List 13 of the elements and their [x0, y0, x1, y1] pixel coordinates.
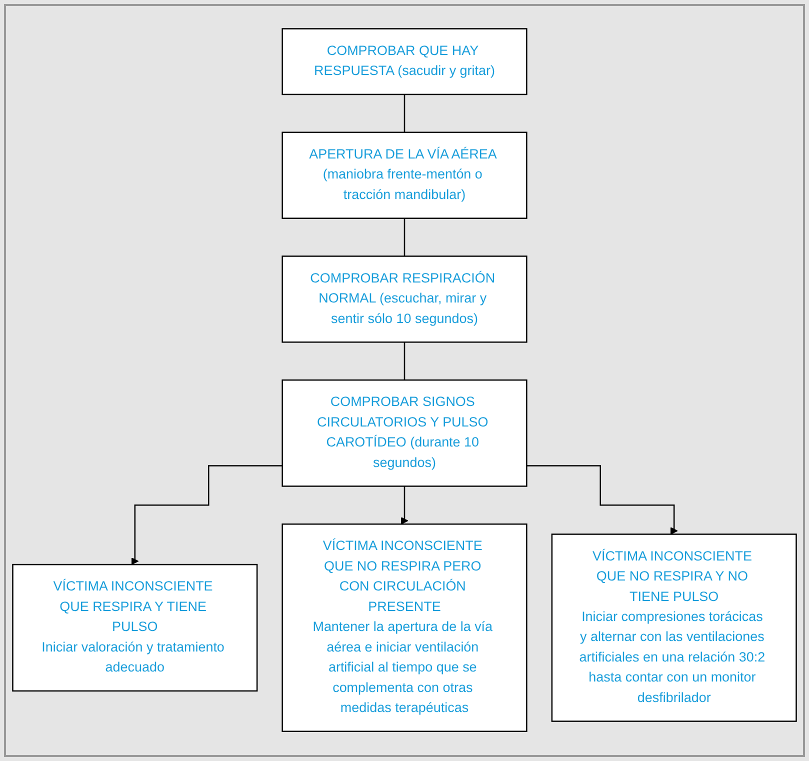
connector	[404, 94, 406, 134]
node-box: VÍCTIMA INCONSCIENTE QUE RESPIRA Y TIENE PULSO Iniciar valoración y tratamiento adecuado	[12, 564, 258, 692]
node-box: VÍCTIMA INCONSCIENTE QUE NO RESPIRA PERO CON CIRCULACIÓN PRESENTE Mantener la apertura de la vía aérea e iniciar ventilación artificial al tiempo que se complementa con otras medidas terapéuticas	[282, 524, 528, 732]
node-box: COMPROBAR QUE HAY RESPUESTA (sacudir y gritar)	[282, 28, 528, 96]
arrow	[131, 466, 282, 566]
connector	[404, 342, 406, 382]
node-box: COMPROBAR RESPIRACIÓN NORMAL (escuchar, mirar y sentir sólo 10 segundos)	[282, 256, 528, 344]
arrow	[400, 486, 408, 525]
node-box: COMPROBAR SIGNOS CIRCULATORIOS Y PULSO CAROTÍDEO (durante 10 segundos)	[282, 380, 528, 488]
node-box: APERTURA DE LA VÍA AÉREA (maniobra frente-mentón o tracción mandibular)	[282, 132, 528, 220]
connector	[404, 218, 406, 258]
node-box: VÍCTIMA INCONSCIENTE QUE NO RESPIRA Y NO TIENE PULSO Iniciar compresiones torácicas y alternar con las ventilaciones artificiales en una relación 30:2 hasta contar con un monitor desfibrilador	[551, 534, 797, 722]
arrow	[526, 466, 678, 535]
